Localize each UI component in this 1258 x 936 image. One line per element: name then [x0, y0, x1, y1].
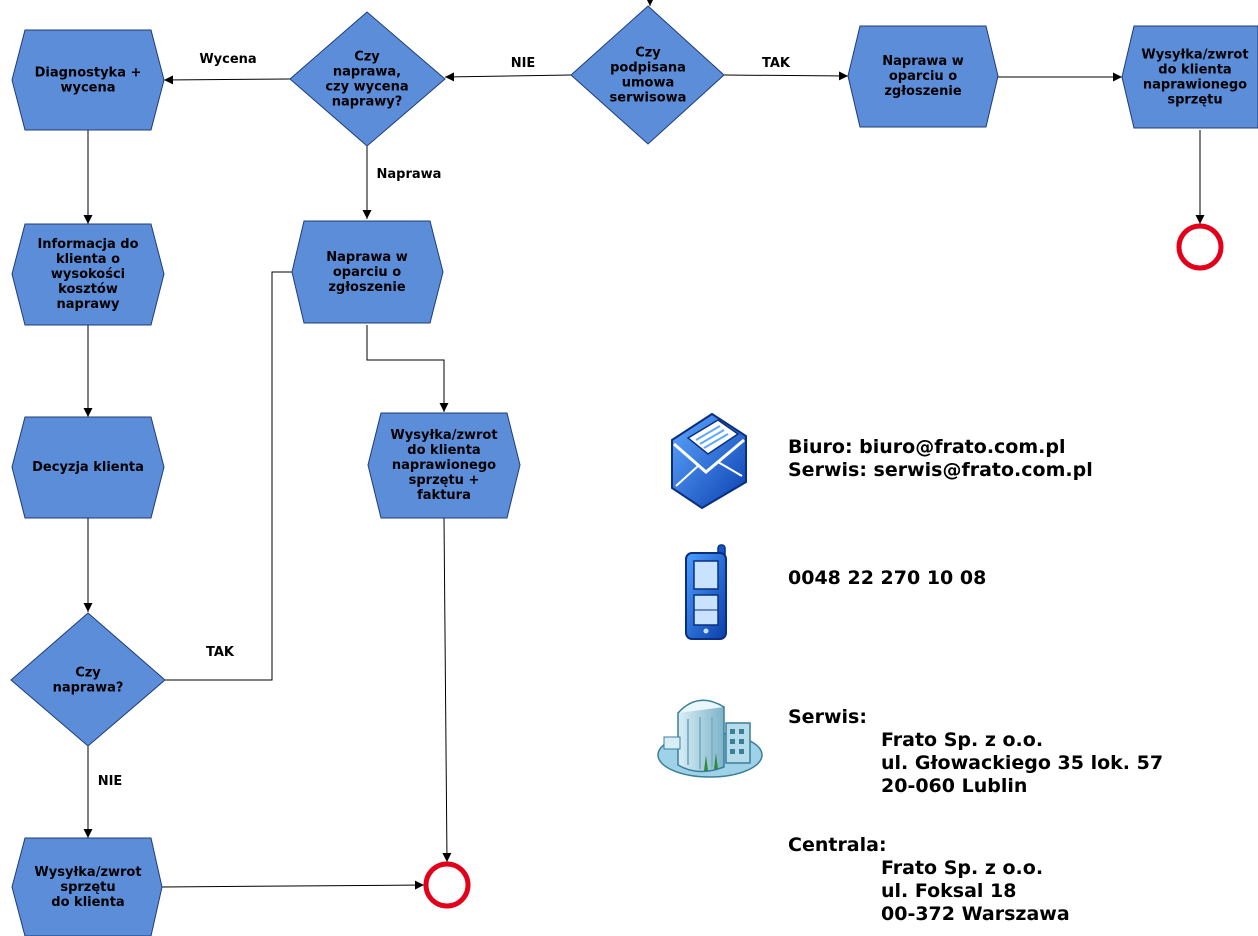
node-label-line: zgłoszenie — [884, 84, 961, 99]
node-label-line: naprawa, — [333, 65, 401, 80]
label-decyzja: Decyzja klienta — [32, 460, 144, 475]
node-label-line: Wysyłka/zwrot — [390, 428, 497, 443]
edge-wysylka-mid-to-end — [442, 517, 452, 863]
serwis-address-block: Serwis: Frato Sp. z o.o. ul. Głowackiego… — [788, 706, 1163, 798]
node-label-line: zgłoszenie — [328, 280, 405, 295]
edge-wycena — [163, 75, 291, 85]
hex-naprawa-top — [847, 25, 999, 128]
node-label-line: naprawy? — [332, 95, 403, 110]
email-service: Serwis: serwis@frato.com.pl — [788, 459, 1093, 481]
edge-labels: Wycena NIE TAK Naprawa TAK NIE — [98, 52, 791, 789]
edge-label-nie-bottom: NIE — [98, 774, 123, 789]
node-label-line: Naprawa w — [326, 250, 407, 265]
serwis-company: Frato Sp. z o.o. — [881, 729, 1044, 751]
node-label-line: naprawa? — [53, 681, 124, 696]
node-label-line: Wysyłka/zwrot — [34, 865, 141, 880]
connectors — [83, 0, 1205, 890]
centrala-company: Frato Sp. z o.o. — [881, 857, 1044, 879]
node-label-line: Wysyłka/zwrot — [1141, 48, 1248, 63]
diamond-czy-naprawa — [10, 612, 166, 747]
edge-label-tak-mid: TAK — [206, 645, 235, 660]
node-label-line: Informacja do — [37, 237, 138, 252]
serwis-city: 20-060 Lublin — [881, 775, 1028, 797]
centrala-heading: Centrala: — [788, 834, 887, 856]
node-label-line: podpisana — [610, 61, 686, 76]
envelope-icon — [671, 412, 747, 510]
node-label-line: czy wycena — [325, 80, 408, 95]
edge-wysylka-bottom-to-end — [161, 880, 425, 890]
serwis-heading: Serwis: — [788, 706, 867, 728]
node-label-line: do klienta — [407, 443, 480, 458]
node-label-line: sprzętu + — [409, 473, 480, 488]
edge-naprawa-mid-to-wysylka — [366, 325, 449, 412]
label-diagnostyka: Diagnostyka +wycena — [35, 66, 142, 96]
node-label-line: sprzętu — [60, 880, 115, 895]
node-label-line: naprawy — [56, 297, 120, 312]
node-label-line: serwisowa — [610, 91, 687, 106]
edge-label-naprawa: Naprawa — [377, 167, 442, 182]
centrala-city: 00-372 Warszawa — [881, 903, 1070, 925]
end-events — [423, 223, 1224, 909]
node-label-line: do klienta — [51, 895, 124, 910]
node-label-line: klienta o — [56, 252, 120, 267]
node-label-line: do klienta — [1158, 63, 1231, 78]
node-label-line: oparciu o — [889, 69, 957, 84]
node-label-line: Czy — [635, 46, 661, 61]
diamond-czy-naprawa-wycena — [289, 11, 446, 147]
node-label-line: wysokości — [51, 267, 125, 282]
node-label-line: Diagnostyka + — [35, 66, 142, 81]
serwis-street: ul. Głowackiego 35 lok. 57 — [881, 752, 1164, 774]
hex-diagnostyka — [11, 29, 165, 131]
hex-decyzja — [11, 416, 165, 519]
hex-wysylka-mid — [367, 412, 521, 519]
node-label-line: kosztów — [58, 282, 118, 297]
node-label-line: naprawionego — [1143, 78, 1247, 93]
node-label-line: faktura — [417, 488, 471, 503]
hex-naprawa-mid — [291, 220, 444, 324]
shapes — [10, 5, 1258, 936]
phone-number: 0048 22 270 10 08 — [788, 567, 987, 589]
mobile-phone-icon — [685, 544, 727, 640]
edge-czy-naprawa-tak — [165, 271, 292, 681]
end-event-top — [1176, 223, 1224, 271]
centrala-street: ul. Foksal 18 — [881, 880, 1017, 902]
office-building-icon — [657, 699, 763, 778]
edge-label-nie-top: NIE — [511, 56, 536, 71]
edge-label-tak-top: TAK — [762, 56, 791, 71]
edge-umowa-tak — [723, 71, 849, 81]
node-label-line: Decyzja klienta — [32, 460, 144, 475]
node-label-line: Naprawa w — [882, 54, 963, 69]
node-label-line: Czy — [354, 50, 380, 65]
phone-contact: 0048 22 270 10 08 — [788, 567, 986, 590]
node-label-line: naprawionego — [392, 458, 496, 473]
node-label-line: sprzętu — [1167, 93, 1222, 108]
diamond-czy-umowa — [570, 5, 725, 145]
edge-umowa-nie — [444, 72, 572, 82]
node-label-line: oparciu o — [333, 265, 401, 280]
hex-informacja — [11, 223, 165, 326]
centrala-address-block: Centrala: Frato Sp. z o.o. ul. Foksal 18… — [788, 834, 1070, 926]
end-event-bottom — [423, 861, 471, 909]
hex-wysylka-bottom — [11, 837, 163, 936]
node-label-line: Czy — [75, 666, 101, 681]
email-contact: Biuro: biuro@frato.com.pl Serwis: serwis… — [788, 436, 1093, 482]
edge-label-wycena: Wycena — [199, 52, 256, 67]
node-label-line: wycena — [60, 81, 115, 96]
hex-wysylka-top — [1121, 25, 1258, 129]
node-label-line: umowa — [622, 76, 675, 91]
email-office: Biuro: biuro@frato.com.pl — [788, 436, 1066, 458]
